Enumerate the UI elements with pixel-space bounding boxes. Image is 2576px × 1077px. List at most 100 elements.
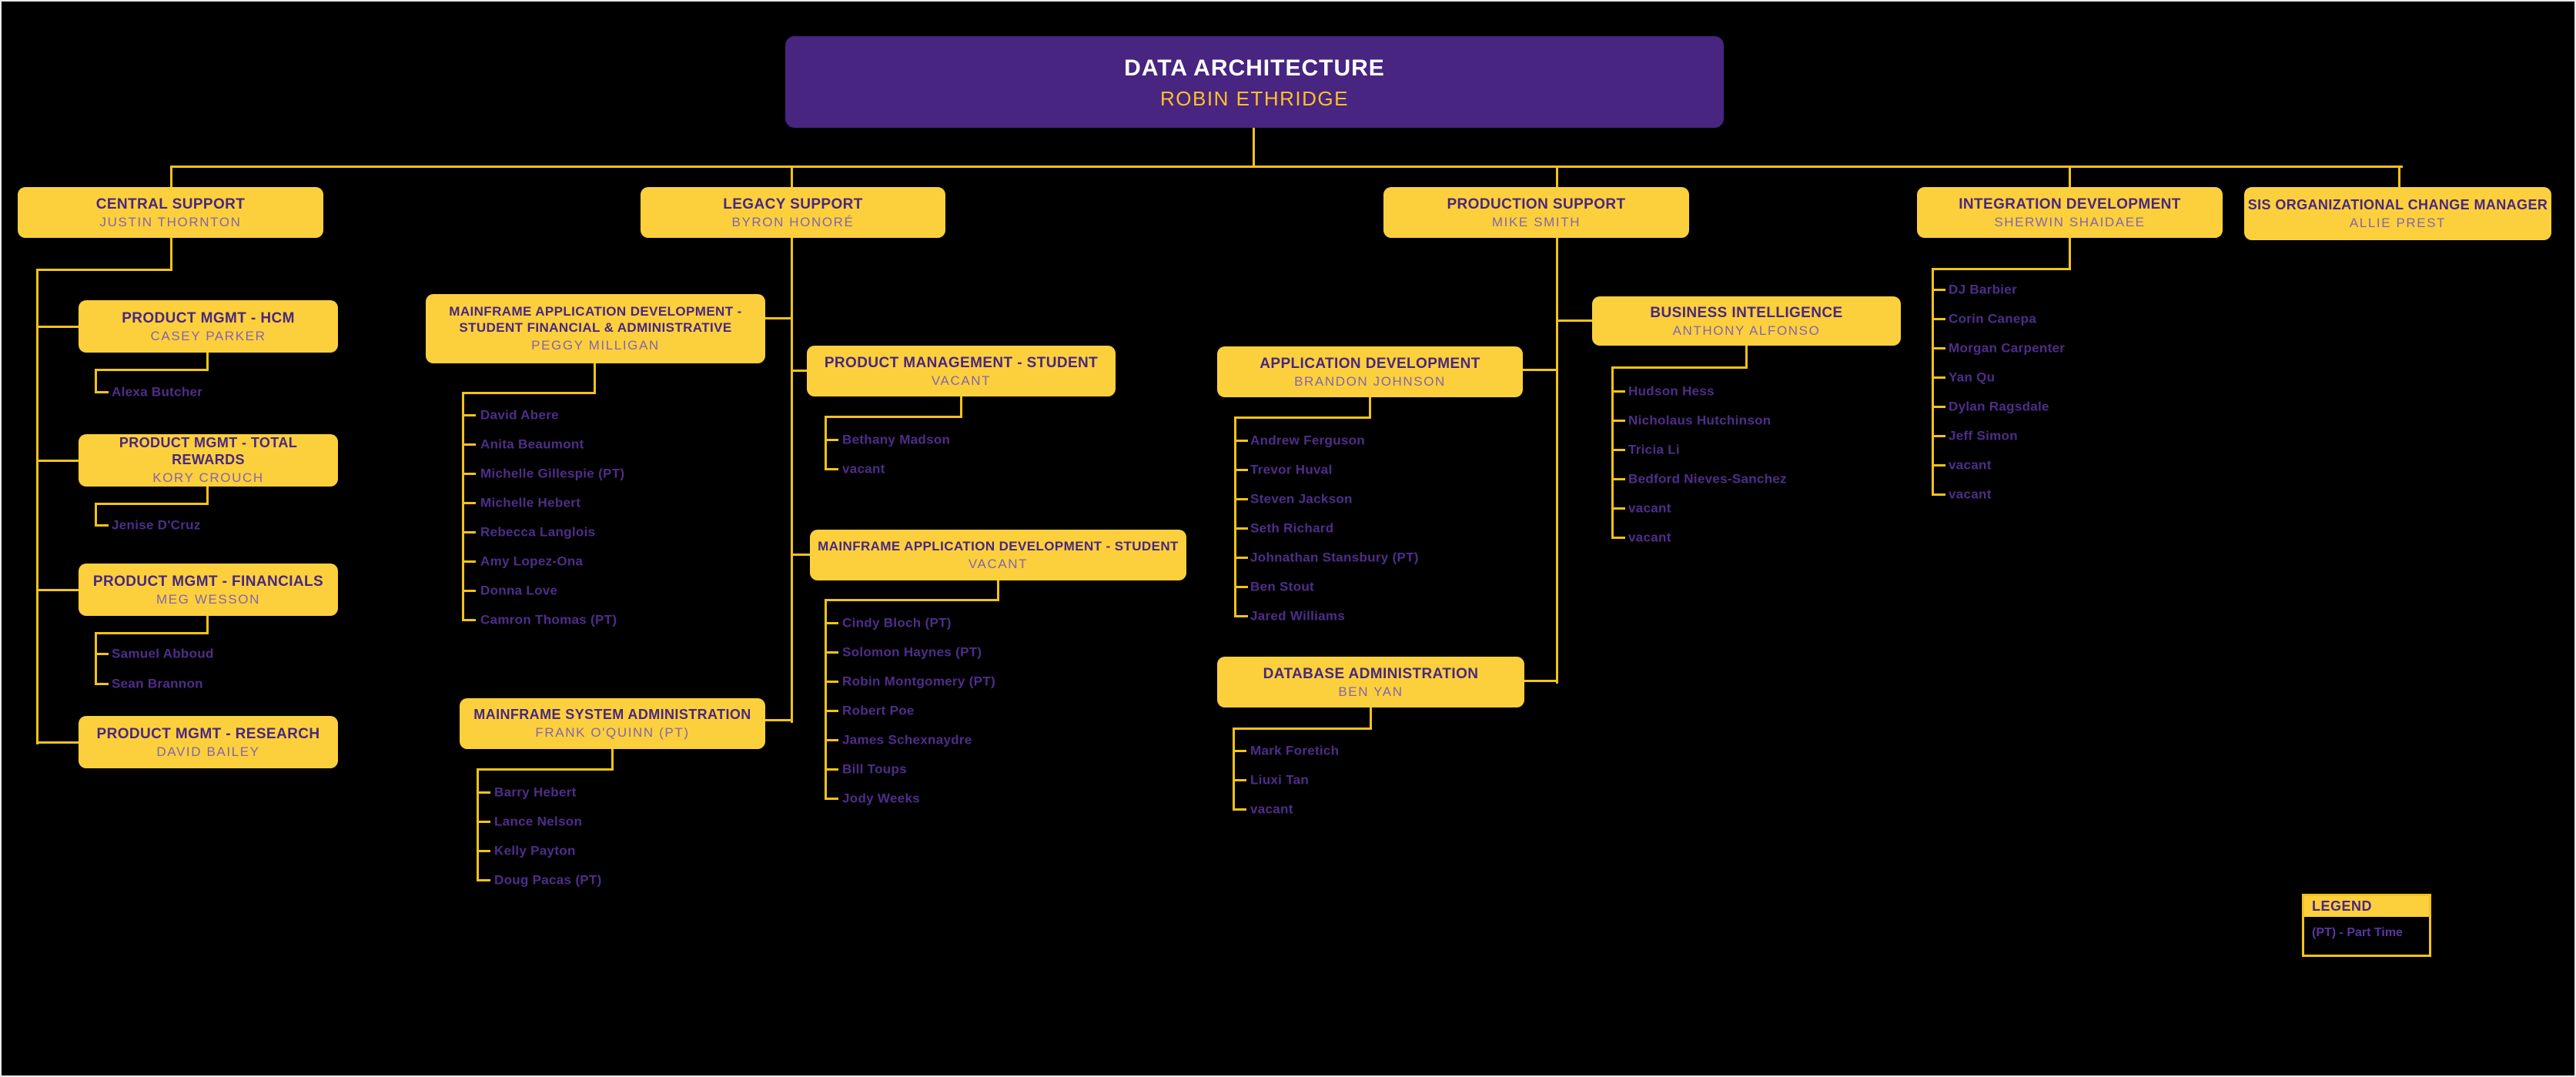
org-box-mainframe-dev-student-financial-admin[interactable]: MAINFRAME APPLICATION DEVELOPMENT - STUD… — [426, 294, 765, 363]
connector — [36, 589, 79, 591]
member-name: Kelly Payton — [494, 843, 576, 858]
connector — [170, 166, 2403, 168]
connector — [2069, 166, 2071, 189]
connector — [791, 554, 812, 556]
org-box-mainframe-system-administration[interactable]: MAINFRAME SYSTEM ADMINISTRATION FRANK O'… — [460, 698, 765, 749]
org-box-product-mgmt-total-rewards[interactable]: PRODUCT MGMT - TOTAL REWARDS KORY CROUCH — [79, 434, 338, 487]
connector — [1932, 493, 1945, 496]
connector — [36, 741, 79, 744]
connector — [1611, 537, 1625, 539]
connector — [765, 317, 793, 319]
member-name: Andrew Ferguson — [1250, 433, 1366, 448]
member-name: Donna Love — [480, 583, 558, 598]
connector — [462, 443, 476, 446]
connector — [1234, 615, 1248, 617]
dept-manager: MIKE SMITH — [1491, 214, 1581, 229]
member-name: Jody Weeks — [842, 791, 920, 806]
team-title: MAINFRAME SYSTEM ADMINISTRATION — [473, 707, 751, 723]
org-box-application-development[interactable]: APPLICATION DEVELOPMENT BRANDON JOHNSON — [1217, 346, 1523, 397]
connector — [462, 392, 596, 394]
connector — [1611, 449, 1625, 451]
member-name: Corin Canepa — [1949, 311, 2037, 326]
member-name: Barry Hebert — [494, 784, 577, 800]
connector — [36, 326, 79, 328]
member-name: Steven Jackson — [1250, 491, 1353, 507]
connector — [170, 166, 172, 189]
connector — [1234, 416, 1236, 617]
org-box-data-architecture[interactable]: DATA ARCHITECTURE ROBIN ETHRIDGE — [785, 36, 1724, 128]
team-title: BUSINESS INTELLIGENCE — [1650, 304, 1843, 321]
connector — [1932, 289, 1945, 291]
team-manager: MEG WESSON — [156, 591, 260, 607]
team-title: DATABASE ADMINISTRATION — [1263, 665, 1479, 682]
team-manager: BRANDON JOHNSON — [1294, 373, 1446, 389]
member-name: Mark Foretich — [1250, 743, 1340, 758]
connector — [95, 632, 209, 634]
org-box-business-intelligence[interactable]: BUSINESS INTELLIGENCE ANTHONY ALFONSO — [1592, 296, 1901, 346]
connector — [1234, 586, 1248, 588]
connector — [1611, 366, 1748, 369]
connector — [95, 503, 97, 527]
member-name: Sean Brannon — [112, 676, 203, 691]
member-name: vacant — [842, 461, 885, 477]
connector — [462, 502, 476, 504]
member-name: Hudson Hess — [1628, 383, 1715, 399]
member-name: Solomon Haynes (PT) — [842, 644, 982, 660]
team-manager: VACANT — [968, 556, 1029, 571]
org-box-production-support[interactable]: PRODUCTION SUPPORT MIKE SMITH — [1383, 187, 1689, 238]
org-box-database-administration[interactable]: DATABASE ADMINISTRATION BEN YAN — [1217, 657, 1524, 707]
connector — [36, 269, 38, 744]
org-box-product-mgmt-hcm[interactable]: PRODUCT MGMT - HCM CASEY PARKER — [79, 300, 338, 353]
member-name: Rebecca Langlois — [480, 524, 596, 540]
member-name: vacant — [1949, 487, 1992, 502]
connector — [1932, 464, 1945, 467]
member-name: Bill Toups — [842, 761, 907, 777]
dept-title: SIS ORGANIZATIONAL CHANGE MANAGER — [2247, 196, 2548, 212]
dept-title: LEGACY SUPPORT — [723, 196, 863, 212]
connector — [825, 739, 838, 741]
connector — [206, 351, 209, 371]
member-name: Tricia Li — [1628, 442, 1680, 457]
member-name: Samuel Abboud — [112, 646, 214, 661]
connector — [1611, 478, 1625, 480]
org-box-integration-development[interactable]: INTEGRATION DEVELOPMENT SHERWIN SHAIDAEE — [1917, 187, 2223, 238]
member-name: Amy Lopez-Ona — [480, 554, 584, 569]
org-box-mainframe-app-dev-student[interactable]: MAINFRAME APPLICATION DEVELOPMENT - STUD… — [810, 530, 1186, 580]
member-name: DJ Barbier — [1949, 282, 2017, 297]
connector — [477, 791, 490, 794]
connector — [825, 710, 838, 712]
member-name: Cindy Bloch (PT) — [842, 615, 952, 630]
connector — [462, 473, 476, 475]
connector — [1611, 390, 1625, 393]
connector — [36, 269, 172, 271]
org-box-product-mgmt-financials[interactable]: PRODUCT MGMT - FINANCIALS MEG WESSON — [79, 564, 338, 616]
connector — [1233, 750, 1246, 752]
team-manager: KORY CROUCH — [152, 470, 264, 486]
team-title: PRODUCT MGMT - FINANCIALS — [92, 573, 324, 590]
connector — [1253, 126, 1255, 168]
team-manager: DAVID BAILEY — [156, 744, 260, 759]
connector — [1932, 435, 1945, 437]
org-box-central-support[interactable]: CENTRAL SUPPORT JUSTIN THORNTON — [18, 187, 323, 238]
connector — [1611, 507, 1625, 510]
connector — [1932, 268, 1934, 496]
team-title: PRODUCT MGMT - TOTAL REWARDS — [119, 435, 298, 468]
connector — [462, 414, 476, 416]
team-title: PRODUCT MGMT - HCM — [122, 309, 295, 326]
member-name: Seth Richard — [1250, 520, 1334, 536]
member-name: vacant — [1949, 457, 1992, 473]
org-box-product-mgmt-research[interactable]: PRODUCT MGMT - RESEARCH DAVID BAILEY — [79, 716, 338, 768]
team-title: PRODUCT MGMT - RESEARCH — [96, 725, 320, 742]
connector — [477, 850, 490, 852]
connector — [960, 395, 962, 418]
member-name: vacant — [1628, 530, 1671, 545]
org-box-product-management-student[interactable]: PRODUCT MANAGEMENT - STUDENT VACANT — [807, 346, 1116, 396]
connector — [477, 768, 614, 771]
org-box-sis-org-change-manager[interactable]: SIS ORGANIZATIONAL CHANGE MANAGER ALLIE … — [2244, 187, 2551, 240]
member-name: Michelle Gillespie (PT) — [480, 466, 625, 481]
member-name: Jeff Simon — [1949, 428, 2018, 443]
dept-manager: ALLIE PREST — [2349, 215, 2447, 230]
connector — [1233, 727, 1235, 811]
connector — [825, 622, 838, 624]
org-box-legacy-support[interactable]: LEGACY SUPPORT BYRON HONORÉ — [641, 187, 945, 238]
